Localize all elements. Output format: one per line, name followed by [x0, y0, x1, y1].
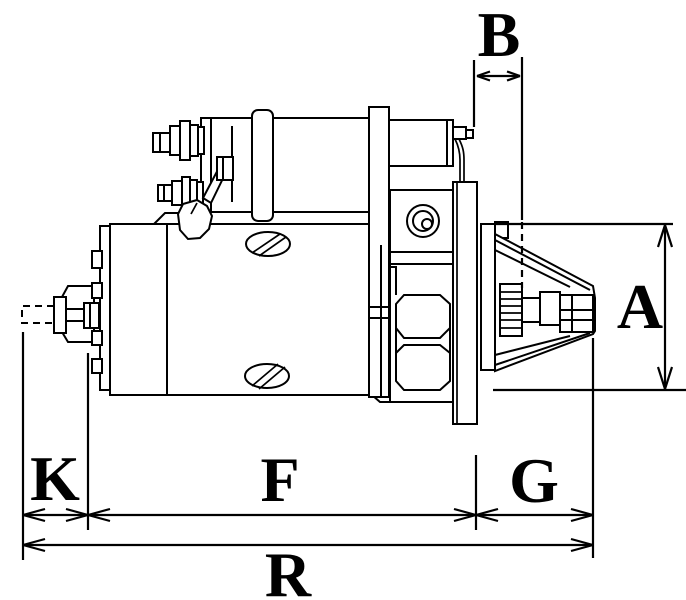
- chamfered-block-lower: [395, 344, 451, 391]
- vent-hole-top: [245, 231, 291, 257]
- housing-band-lines: [390, 251, 453, 265]
- fg-crossing-arrowheads: [453, 507, 499, 523]
- dimension-b: B: [472, 0, 524, 288]
- dimension-label-b: B: [478, 0, 521, 70]
- terminal-washer: [189, 124, 199, 157]
- vent-hole-bottom: [244, 363, 290, 390]
- solenoid-body: [200, 117, 370, 213]
- k-arrowhead-left: [22, 507, 46, 523]
- mounting-plate: [452, 181, 478, 425]
- shaft-collar: [539, 291, 561, 326]
- kf-crossing-arrowheads: [65, 507, 111, 523]
- vent-slash-lines: [251, 363, 286, 390]
- flange-strip: [368, 106, 390, 398]
- strip-divider-lines: [369, 306, 389, 319]
- mounting-flange-strip: [368, 106, 390, 398]
- through-bolt-head: [91, 250, 103, 269]
- solenoid-band-clamp: [251, 109, 274, 222]
- pinion-teeth-lines: [500, 291, 522, 329]
- terminal-bolt-head: [152, 132, 171, 153]
- rubber-boot: [176, 198, 214, 241]
- nose-nub-tip: [465, 129, 474, 139]
- solenoid-assembly: [152, 109, 474, 241]
- g-arrowhead-right: [570, 507, 594, 523]
- chamfered-block-upper: [395, 294, 451, 339]
- hidden-shaft-dashed-outline: [21, 305, 54, 324]
- motor-body: [109, 212, 371, 396]
- solenoid-nose: [388, 119, 454, 167]
- battery-terminal: [152, 120, 205, 161]
- nose-nub: [452, 126, 467, 140]
- pivot-bolt: [421, 218, 433, 230]
- cone-rim-bottom-lines: [494, 332, 591, 366]
- housing-step-line: [390, 266, 397, 295]
- dimension-label-k: K: [30, 443, 80, 514]
- bracket-plate: [480, 223, 496, 371]
- through-bolt-head: [91, 358, 103, 374]
- drive-end-bracket: [480, 221, 596, 373]
- rear-shaft-collar: [53, 296, 67, 334]
- dimension-label-r: R: [265, 539, 312, 600]
- motor-yoke: [109, 223, 371, 396]
- shaft-end-lines: [560, 295, 593, 332]
- b-arrowheads: [476, 70, 521, 82]
- pinion-spacer: [521, 297, 541, 323]
- rear-end-cap: [99, 225, 111, 391]
- boot-fold-line: [190, 202, 198, 215]
- rear-end-assembly: [21, 225, 111, 391]
- shaft-end-block: [559, 294, 594, 333]
- through-bolt-head: [91, 330, 103, 346]
- terminal-washer: [171, 180, 183, 206]
- through-bolt-head: [91, 282, 103, 299]
- dimension-label-f: F: [260, 444, 299, 515]
- vent-slash-lines: [251, 233, 287, 257]
- vent-ellipse: [244, 363, 290, 389]
- cone-rim-top-lines: [494, 239, 591, 291]
- terminal-washer: [179, 120, 191, 161]
- r-arrowheads: [22, 537, 594, 553]
- gear-housing: [371, 189, 454, 403]
- rear-shaft-stub: [65, 308, 85, 322]
- dimension-label-a: A: [617, 271, 663, 342]
- bottom-dimensions: K F G R: [21, 332, 595, 600]
- solenoid-wire: [454, 138, 465, 182]
- rear-shaft-nut: [83, 302, 100, 329]
- a-arrowheads: [656, 224, 674, 390]
- block-side-lines: [395, 328, 451, 353]
- dimension-label-g: G: [509, 445, 559, 516]
- strap-terminal-block: [216, 156, 234, 181]
- dimension-a: A: [493, 222, 686, 392]
- terminal-washer: [169, 125, 181, 156]
